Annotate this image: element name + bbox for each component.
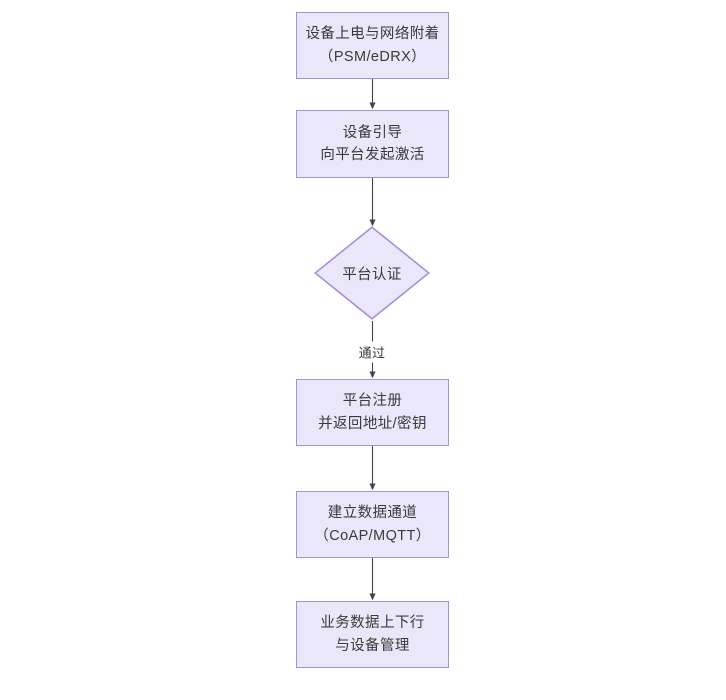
node-device-bootstrap-activation[interactable]: 设备引导 向平台发起激活 [296, 110, 449, 178]
node-label-line2: 与设备管理 [335, 637, 410, 654]
node-label-line1: 设备引导 [342, 124, 403, 141]
node-establish-data-channel[interactable]: 建立数据通道 （CoAP/MQTT） [296, 491, 449, 558]
node-label-line1: 建立数据通道 [327, 505, 418, 522]
node-label-line1: 业务数据上下行 [320, 615, 425, 632]
node-label-line2: 向平台发起激活 [320, 147, 425, 163]
node-platform-registration-credentials[interactable]: 平台注册 并返回地址/密钥 [296, 379, 449, 446]
diamond-shape [314, 226, 430, 320]
node-label-line2: 并返回地址/密钥 [318, 415, 427, 432]
node-label-line2: （CoAP/MQTT） [314, 527, 431, 544]
node-platform-authentication[interactable]: 平台认证 [314, 226, 430, 320]
node-label-line1: 平台认证 [342, 266, 402, 283]
node-label-line1: 设备上电与网络附着 [305, 26, 440, 43]
edge-label-pass: 通过 [356, 341, 388, 363]
node-label-line1: 平台注册 [342, 393, 403, 410]
node-business-data-device-management[interactable]: 业务数据上下行 与设备管理 [296, 601, 449, 668]
node-power-on-network-attach[interactable]: 设备上电与网络附着 （PSM/eDRX） [296, 12, 449, 79]
node-label-line2: （PSM/eDRX） [318, 48, 427, 65]
